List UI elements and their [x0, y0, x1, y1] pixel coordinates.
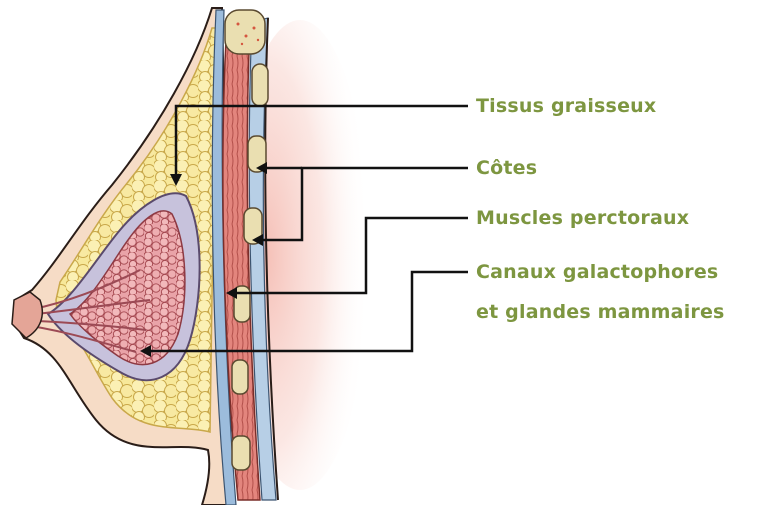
label-ribs: Côtes	[476, 156, 537, 180]
label-ducts-line-1: Canaux galactophores	[476, 260, 718, 284]
label-pectoral-muscles: Muscles perctoraux	[476, 206, 689, 230]
label-ducts-line-2: et glandes mammaires	[476, 300, 725, 324]
label-fat-tissue: Tissus graisseux	[476, 94, 656, 118]
